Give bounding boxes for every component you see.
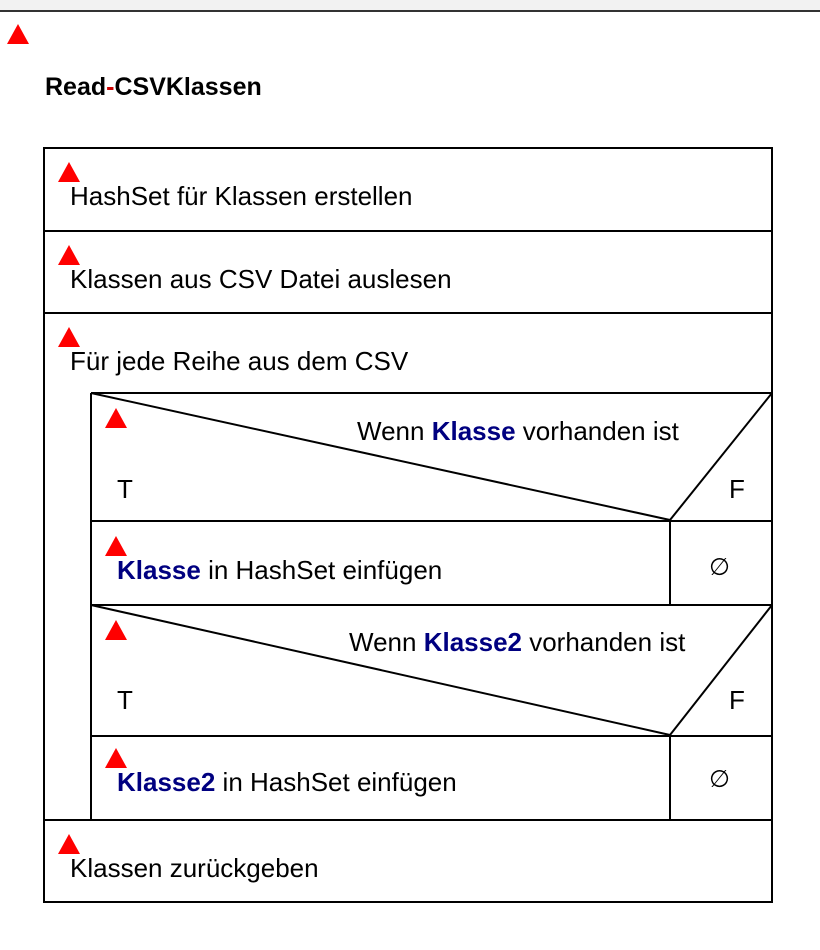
diagram-title: Read-CSVKlassen — [45, 73, 262, 102]
condition-2-suffix: vorhanden ist — [522, 627, 686, 657]
condition-2-text: Wenn Klasse2 vorhanden ist — [349, 629, 685, 655]
condition-2-true-label: T — [117, 685, 133, 715]
condition-1-action-text: in HashSet einfügen — [200, 555, 443, 585]
condition-1-action: Klasse in HashSet einfügen — [117, 557, 442, 583]
step-read-csv: Klassen aus CSV Datei auslesen — [70, 264, 452, 294]
condition-2-empty-branch: ∅ — [709, 766, 730, 793]
condition-2-keyword: Klasse2 — [423, 627, 522, 657]
cond1-diagonal-left — [90, 392, 671, 521]
condition-1-false-label: F — [729, 474, 745, 504]
condition-1-suffix: vorhanden ist — [515, 416, 679, 446]
condition-2-action: Klasse2 in HashSet einfügen — [117, 769, 457, 795]
step-return: Klassen zurückgeben — [70, 853, 319, 883]
condition-marker-icon[interactable] — [105, 620, 127, 640]
cond2-diagonal-right — [669, 604, 773, 736]
condition-1-keyword: Klasse — [431, 416, 516, 446]
step-marker-icon[interactable] — [58, 834, 80, 854]
title-part-2: CSVKlassen — [114, 73, 262, 101]
cond2-diagonal-left — [90, 604, 671, 736]
loop-header: Für jede Reihe aus dem CSV — [70, 346, 409, 376]
diagram-collapse-marker-icon[interactable] — [7, 24, 29, 44]
step-marker-icon[interactable] — [58, 245, 80, 265]
cond1-diagonal-right — [669, 392, 773, 521]
condition-1-action-keyword: Klasse — [117, 555, 201, 585]
title-dash: - — [106, 73, 115, 101]
step-create-hashset: HashSet für Klassen erstellen — [70, 181, 413, 211]
structogram-frame — [43, 147, 773, 903]
condition-2-action-keyword: Klasse2 — [117, 767, 216, 797]
action-marker-icon[interactable] — [105, 748, 127, 768]
condition-2-action-text: in HashSet einfügen — [215, 767, 457, 797]
condition-2-prefix: Wenn — [349, 627, 424, 657]
top-toolbar-strip — [0, 0, 820, 12]
title-part-1: Read — [45, 73, 107, 101]
loop-marker-icon[interactable] — [58, 327, 80, 347]
condition-1-prefix: Wenn — [357, 416, 432, 446]
step-marker-icon[interactable] — [58, 162, 80, 182]
condition-2-false-label: F — [729, 685, 745, 715]
condition-1-true-label: T — [117, 474, 133, 504]
condition-marker-icon[interactable] — [105, 408, 127, 428]
condition-1-empty-branch: ∅ — [709, 554, 730, 581]
action-marker-icon[interactable] — [105, 536, 127, 556]
condition-1-text: Wenn Klasse vorhanden ist — [357, 418, 679, 444]
